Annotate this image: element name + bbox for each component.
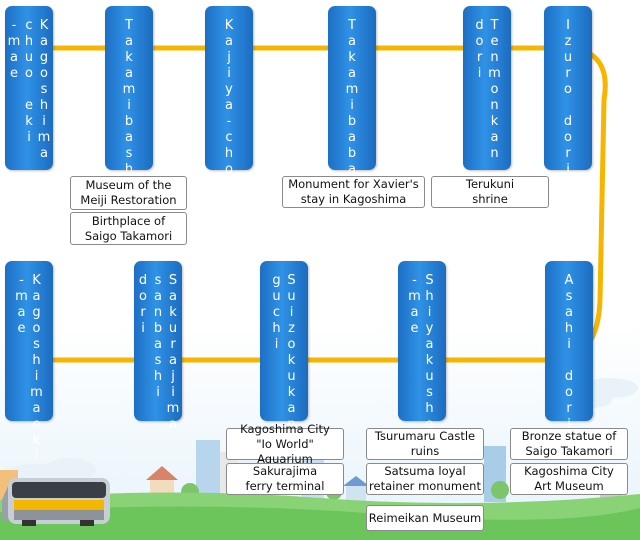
landmark-label-text: Sakurajima ferry terminal	[245, 464, 325, 493]
landmark-museum-of-meiji-restoration[interactable]: Museum of the Meiji Restoration	[70, 176, 187, 210]
station-name-line: Kajiya-cho	[221, 18, 237, 178]
station-name-line: dori	[472, 18, 487, 82]
station-name-line: Tenmonkan	[487, 18, 502, 162]
landmark-tsurumaru-castle-ruins[interactable]: Tsurumaru Castle ruins	[366, 428, 484, 460]
landmark-label-text: Terukuni shrine	[465, 177, 515, 206]
station-kagoshima-chuo-ekimae[interactable]: Kagoshima chuo eki -mae	[5, 6, 53, 170]
station-shiyakusho-mae[interactable]: Shiyakusho -mae	[398, 261, 446, 433]
landmark-label-text: Monument for Xavier's stay in Kagoshima	[288, 177, 419, 206]
landmark-label-text: Kagoshima City "Io World" Aquarium	[240, 421, 330, 466]
station-name-line: Takamibashi	[121, 18, 137, 194]
landmark-reimeikan-museum[interactable]: Reimeikan Museum	[366, 505, 484, 531]
landmark-label-text: Bronze statue of Saigo Takamori	[521, 429, 617, 458]
station-suizokukan-guchi[interactable]: Suizokukan guchi	[260, 261, 308, 433]
landmark-label-text: Tsurumaru Castle ruins	[374, 429, 476, 458]
station-name-line: Kagoshimaeki	[29, 273, 44, 465]
landmark-saigo-bronze-statue[interactable]: Bronze statue of Saigo Takamori	[510, 428, 628, 460]
station-kajiya-cho[interactable]: Kajiya-cho	[205, 6, 253, 178]
station-name-line: -mae	[14, 273, 29, 337]
station-name-line: Suizokukan	[284, 273, 299, 433]
landmark-satsuma-retainer-monument[interactable]: Satsuma loyal retainer monument	[366, 463, 484, 495]
landmark-city-art-museum[interactable]: Kagoshima City Art Museum	[510, 463, 628, 495]
station-name-line: guchi	[269, 273, 284, 353]
landmark-label-text: Satsuma loyal retainer monument	[369, 464, 481, 493]
station-name-line: -mae	[6, 18, 22, 82]
station-name-line: dori	[135, 273, 151, 337]
station-name-line: Sakurajima	[165, 273, 181, 433]
station-kagoshima-ekimae[interactable]: Kagoshimaeki -mae	[5, 261, 53, 465]
station-izuro-dori[interactable]: Izuro dori	[544, 6, 592, 178]
station-name-line: Kagoshima	[36, 18, 52, 162]
station-sakurajima-sanbashi-dori[interactable]: Sakurajima sanbashi dori	[134, 261, 182, 433]
station-name-line: chuo eki	[21, 18, 37, 146]
landmark-io-world-aquarium[interactable]: Kagoshima City "Io World" Aquarium	[226, 422, 344, 466]
station-name-line: Takamibaba	[344, 18, 360, 178]
landmark-label-text: Reimeikan Museum	[368, 510, 482, 525]
landmark-terukuni-shrine[interactable]: Terukuni shrine	[431, 176, 549, 208]
station-takamibaba[interactable]: Takamibaba	[328, 6, 376, 178]
landmark-label-text: Birthplace of Saigo Takamori	[84, 213, 173, 243]
station-name-line: -mae	[407, 273, 422, 337]
station-asahi-dori[interactable]: Asahi dori	[545, 261, 593, 433]
station-name-line: Shiyakusho	[422, 273, 437, 433]
tram-icon	[2, 478, 110, 526]
station-tenmonkan-dori[interactable]: Tenmonkan dori	[463, 6, 511, 170]
station-name-line: Asahi dori	[561, 273, 577, 433]
landmark-birthplace-saigo-takamori[interactable]: Birthplace of Saigo Takamori	[70, 212, 187, 245]
landmark-xavier-monument[interactable]: Monument for Xavier's stay in Kagoshima	[282, 176, 425, 208]
landmark-label-text: Museum of the Meiji Restoration	[80, 178, 177, 207]
station-takamibashi[interactable]: Takamibashi	[105, 6, 153, 194]
station-name-line: sanbashi	[150, 273, 166, 401]
landmark-label-text: Kagoshima City Art Museum	[524, 464, 614, 493]
station-name-line: Izuro dori	[560, 18, 576, 178]
landmark-sakurajima-ferry-terminal[interactable]: Sakurajima ferry terminal	[226, 463, 344, 495]
